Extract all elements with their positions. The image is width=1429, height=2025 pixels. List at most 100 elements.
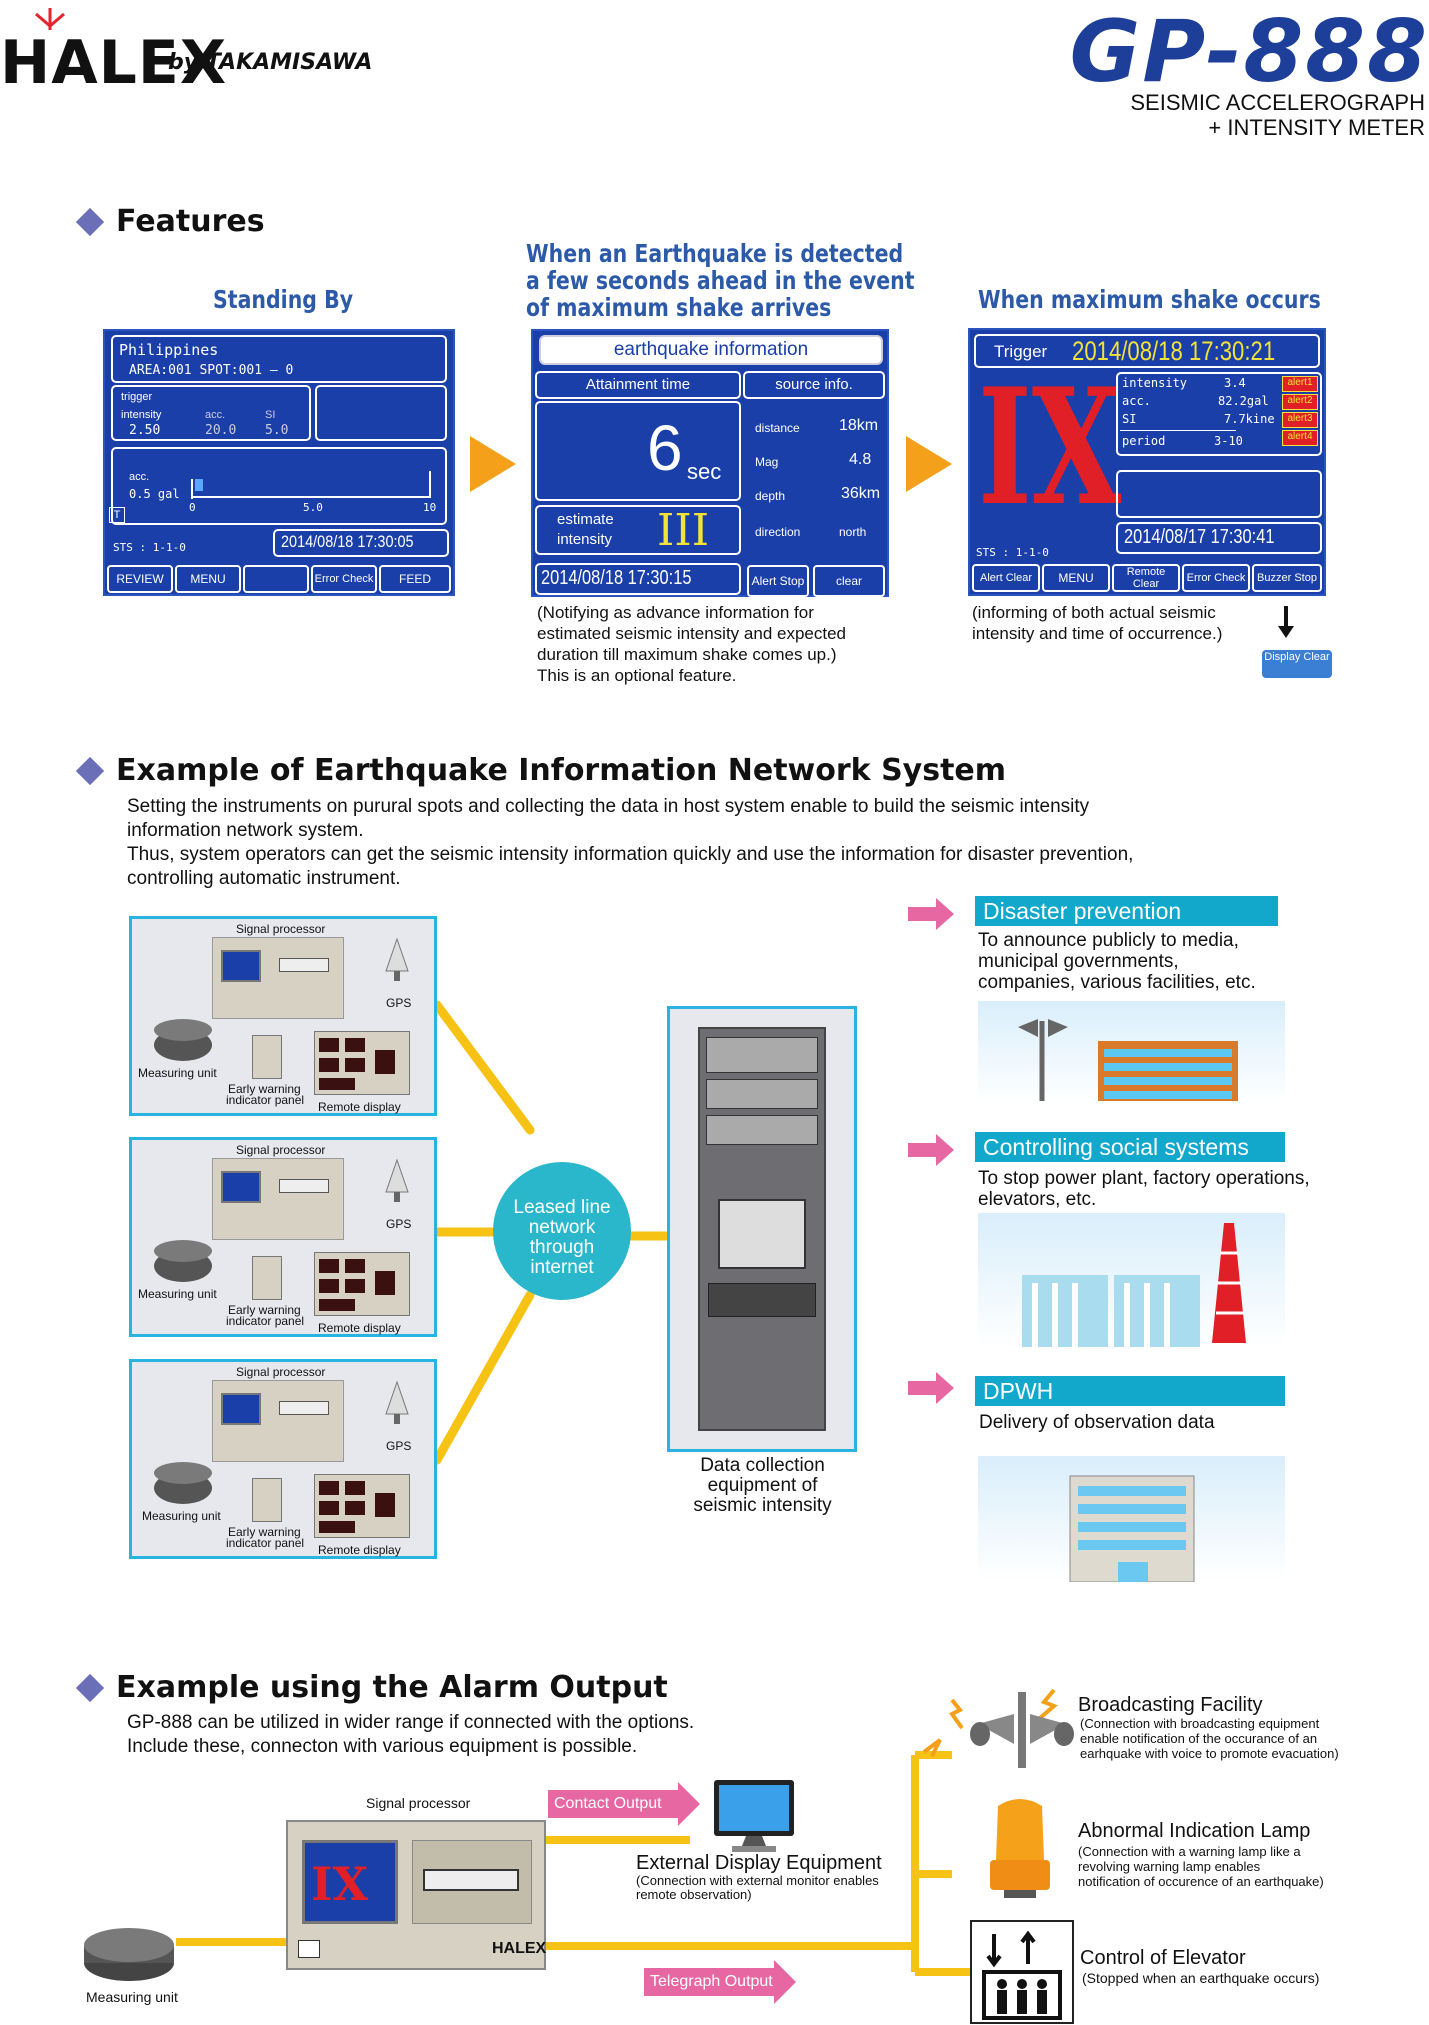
standby-acc-row1: acc. xyxy=(129,471,150,483)
early-warning-panel-icon xyxy=(252,1478,282,1522)
alarm-paragraph: GP-888 can be utilized in wider range if… xyxy=(127,1712,695,1757)
estimate-label: estimate xyxy=(557,511,614,528)
early-warning-panel-icon xyxy=(252,1256,282,1300)
arrow-right-icon xyxy=(908,898,954,930)
detected-heading-2: a few seconds ahead in the event xyxy=(526,266,915,295)
brand-by: by TAKAMISAWA xyxy=(168,50,373,75)
arrow-right-icon xyxy=(908,1134,954,1166)
data-collection-rack xyxy=(667,1006,857,1452)
maxshake-acc-label: acc. xyxy=(1122,394,1151,408)
building-speaker-icon xyxy=(1018,1019,1238,1101)
measuring-site-2: Signal processor GPS Measuring unit Earl… xyxy=(129,1137,437,1337)
remote-display-icon xyxy=(314,1252,410,1316)
source-label: source info. xyxy=(775,376,853,393)
broadcast-speaker-icon xyxy=(922,1680,1112,1770)
standby-acc-val: 20.0 xyxy=(205,423,237,438)
remote-clear-button[interactable]: Remote Clear xyxy=(1112,564,1180,592)
alarm-processor-logo: HALEX xyxy=(492,1940,547,1957)
signal-processor-device xyxy=(212,1380,344,1462)
features-title-text: Features xyxy=(116,204,265,239)
measuring-site-1: Signal processor GPS Measuring unit Earl… xyxy=(129,916,437,1116)
brand-logo: HALEX xyxy=(0,28,227,98)
disaster-prevention-desc: To announce publicly to media,municipal … xyxy=(978,930,1256,993)
signal-processor-device xyxy=(212,1158,344,1240)
elevator-title: Control of Elevator xyxy=(1080,1947,1246,1969)
alert1-badge: alert1 xyxy=(1282,376,1318,392)
maxshake-error-check-button[interactable]: Error Check xyxy=(1182,564,1250,592)
dpwh-label: DPWH xyxy=(975,1376,1285,1406)
feed-button[interactable]: FEED xyxy=(379,565,451,593)
alert-clear-button[interactable]: Alert Clear xyxy=(972,564,1040,592)
maxshake-menu-button[interactable]: MENU xyxy=(1042,564,1110,592)
remote-display-label: Remote display xyxy=(318,1543,401,1557)
model-name: GP-888 xyxy=(1069,2,1429,102)
measuring-unit-label: Measuring unit xyxy=(138,1287,217,1301)
attainment-label: Attainment time xyxy=(585,376,691,393)
telegraph-output-label: Telegraph Output xyxy=(644,1968,774,1996)
depth-val: 36km xyxy=(841,485,881,502)
acc-level-bar xyxy=(195,479,203,491)
gps-label: GPS xyxy=(386,1439,412,1453)
brand-name: HALEX xyxy=(0,28,228,98)
broadcasting-title: Broadcasting Facility xyxy=(1078,1694,1263,1716)
standby-area-spot: AREA:001 SPOT:001 – 0 xyxy=(129,363,294,378)
buzzer-stop-button[interactable]: Buzzer Stop xyxy=(1252,564,1322,592)
monitor-icon xyxy=(706,1778,796,1854)
model-subtitle-1: SEISMIC ACCELEROGRAPH xyxy=(1130,90,1425,115)
elevator-desc: (Stopped when an earthquake occurs) xyxy=(1082,1970,1320,1986)
office-building-icon xyxy=(1069,1475,1195,1583)
mag-val: 4.8 xyxy=(849,451,872,468)
ext-display-desc: (Connection with external monitor enable… xyxy=(636,1873,879,1902)
standby-location: Philippines xyxy=(119,341,219,359)
alarm-signal-processor: IX HALEX xyxy=(286,1820,546,1970)
early-warning-label-2: indicator panel xyxy=(226,1093,305,1107)
early-warning-label-1: Early warning xyxy=(228,1303,301,1317)
gps-label: GPS xyxy=(386,1217,412,1231)
remote-display-icon xyxy=(314,1474,410,1538)
lamp-title: Abnormal Indication Lamp xyxy=(1078,1820,1311,1842)
maxshake-sts: STS : 1-1-0 xyxy=(976,546,1049,559)
clear-button[interactable]: clear xyxy=(813,565,885,597)
gps-antenna-icon xyxy=(385,1158,409,1202)
maxshake-note: (informing of both actual seismic intens… xyxy=(972,603,1223,643)
remote-display-icon xyxy=(314,1031,410,1095)
scale-10: 10 xyxy=(423,501,437,514)
network-paragraph: Setting the instruments on purural spots… xyxy=(127,796,1134,889)
menu-button[interactable]: MENU xyxy=(175,565,241,593)
scale-5: 5.0 xyxy=(303,501,323,514)
standby-heading: Standing By xyxy=(213,285,354,314)
detected-title: earthquake information xyxy=(613,339,809,360)
alert-stop-button[interactable]: Alert Stop xyxy=(747,565,809,597)
early-warning-panel-icon xyxy=(252,1035,282,1079)
power-plant-icon xyxy=(1022,1223,1246,1347)
alert2-badge: alert2 xyxy=(1282,394,1318,410)
distance-label: distance xyxy=(755,421,800,435)
disaster-prevention-image xyxy=(978,1001,1285,1103)
maxshake-period-label: period xyxy=(1122,434,1166,448)
review-button[interactable]: REVIEW xyxy=(107,565,173,593)
maxshake-datetime-top: 2014/08/18 17:30:21 xyxy=(1072,336,1276,366)
maxshake-trigger: Trigger xyxy=(994,342,1048,361)
display-clear-button[interactable]: Display Clear xyxy=(1262,650,1332,678)
detected-heading-1: When an Earthquake is detected xyxy=(526,239,904,268)
alert3-badge: alert3 xyxy=(1282,412,1318,428)
alarm-measuring-unit-icon xyxy=(82,1925,176,1983)
mag-label: Mag xyxy=(755,455,779,469)
early-warning-label-2: indicator panel xyxy=(226,1536,305,1550)
alarm-measuring-unit-label: Measuring unit xyxy=(86,1989,178,2005)
warning-lamp-icon xyxy=(982,1796,1058,1900)
maxshake-intensity-val: 3.4 xyxy=(1224,376,1246,390)
standby-intensity-val: 2.50 xyxy=(129,423,161,438)
blank-button[interactable] xyxy=(243,565,309,593)
maxshake-roman: IX xyxy=(978,353,1122,541)
dpwh-image xyxy=(978,1456,1285,1583)
maxshake-heading: When maximum shake occurs xyxy=(978,285,1321,314)
error-check-button[interactable]: Error Check xyxy=(311,565,377,593)
t-indicator: T xyxy=(109,507,125,523)
telegraph-output-arrow: Telegraph Output xyxy=(644,1960,796,2004)
scale-0: 0 xyxy=(189,501,196,514)
